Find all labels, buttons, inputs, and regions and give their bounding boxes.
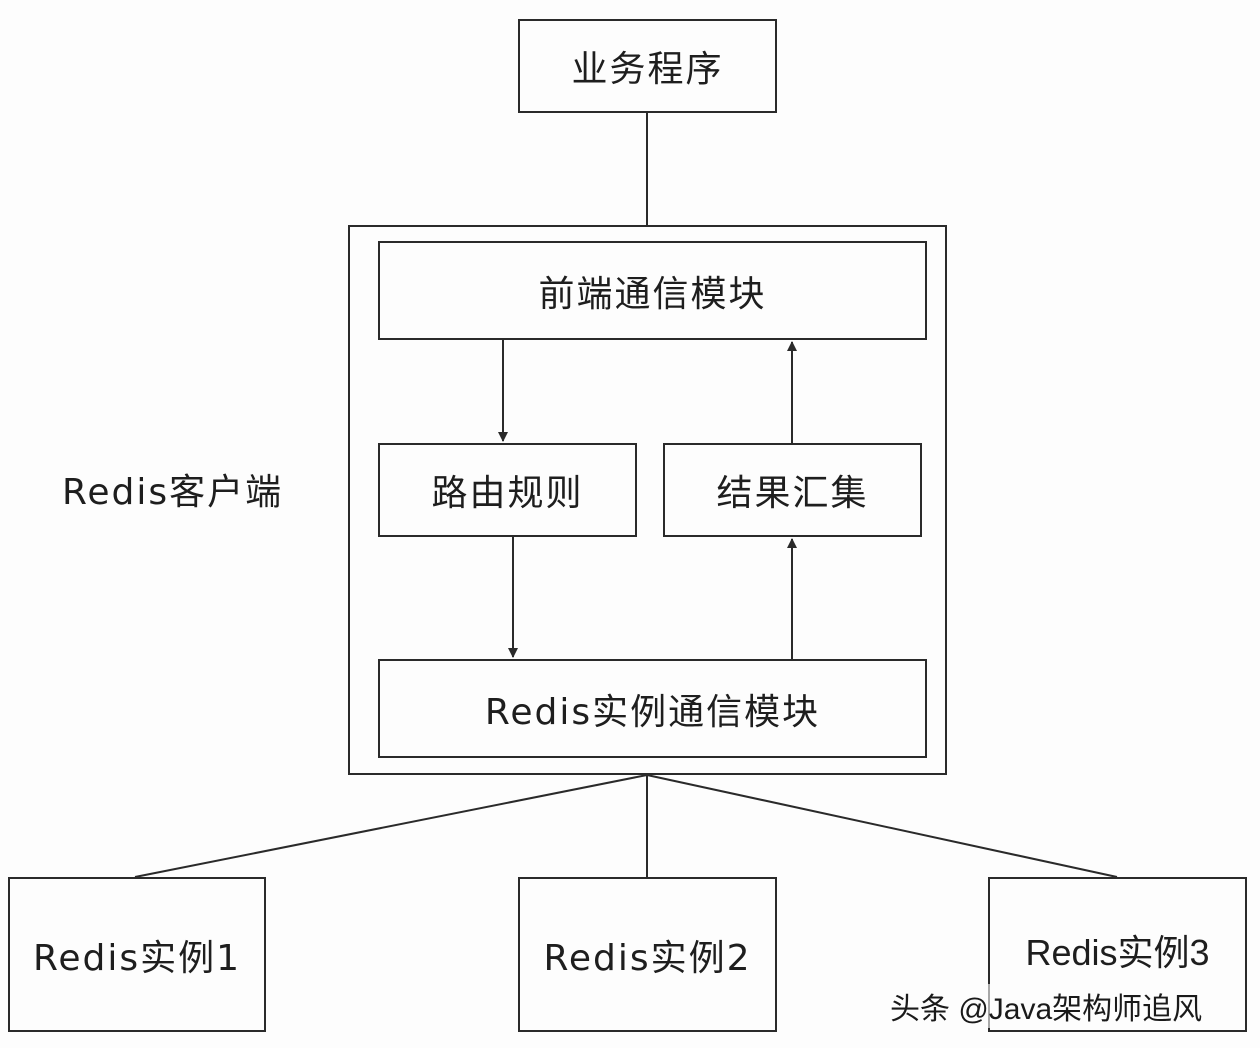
redis-client-label: Redis客户端 xyxy=(62,472,284,513)
edge-client-to-instance-1 xyxy=(134,774,648,878)
redis-instance-2-node: Redis实例2 xyxy=(518,877,777,1032)
redis-client-container xyxy=(348,225,947,775)
business-program-node: 业务程序 xyxy=(518,19,777,113)
redis-instance-1-node: Redis实例1 xyxy=(8,877,266,1032)
redis-instance-comm-module-label: Redis实例通信模块 xyxy=(484,691,821,733)
redis-instance-comm-module-node: Redis实例通信模块 xyxy=(378,659,927,758)
result-aggregation-node: 结果汇集 xyxy=(663,443,922,537)
redis-instance-2-label: Redis实例2 xyxy=(543,937,752,979)
edge-client-to-instance-3 xyxy=(646,774,1118,878)
frontend-comm-module-label: 前端通信模块 xyxy=(538,273,767,315)
frontend-comm-module-node: 前端通信模块 xyxy=(378,241,927,340)
business-program-label: 业务程序 xyxy=(571,49,724,90)
redis-instance-1-label: Redis实例1 xyxy=(32,937,242,979)
result-aggregation-label: 结果汇集 xyxy=(716,473,869,514)
watermark-text: 头条 @Java架构师追风 xyxy=(890,984,1203,1028)
redis-instance-3-label: Redis实例3 xyxy=(1025,931,1210,973)
routing-rules-label: 路由规则 xyxy=(431,473,584,514)
routing-rules-node: 路由规则 xyxy=(378,443,637,537)
